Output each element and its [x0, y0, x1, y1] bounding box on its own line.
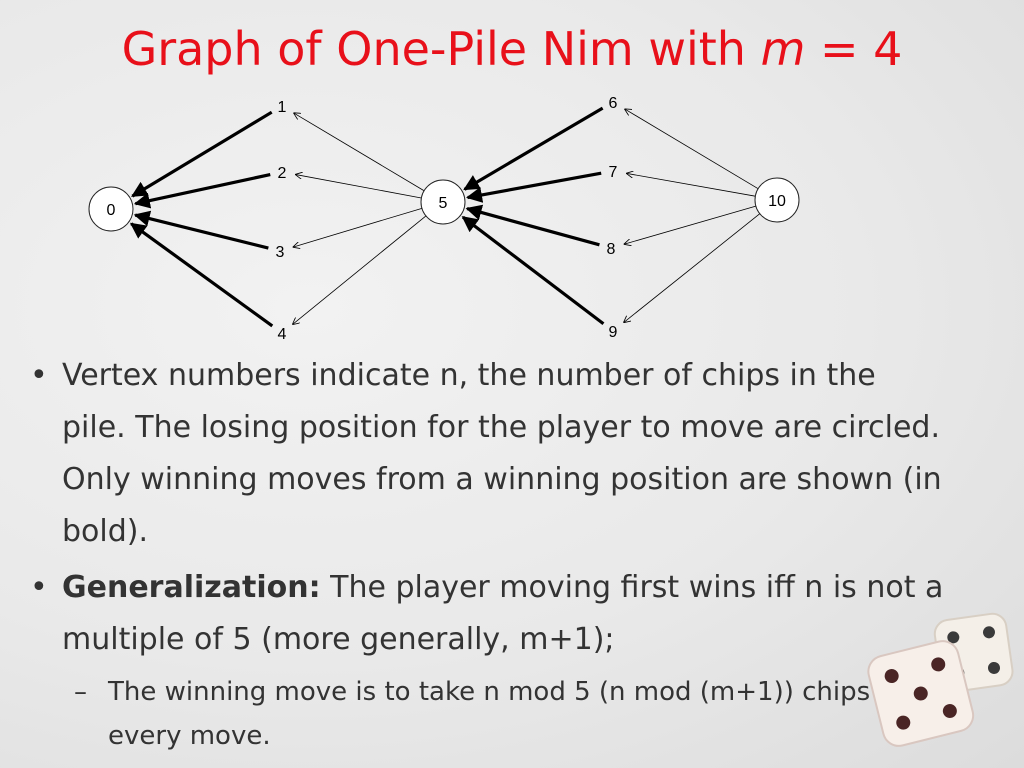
edge-1-to-0 — [131, 110, 273, 198]
edge-5-to-3 — [293, 207, 423, 247]
edge-10-to-8 — [624, 205, 756, 244]
bullet-text: The player moving first wins iff n is no… — [62, 570, 944, 657]
edge-10-to-9 — [624, 213, 761, 323]
bullet-item: Generalization: The player moving first … — [28, 562, 948, 666]
edge-4-to-0 — [129, 222, 274, 328]
vertex-circle-5 — [420, 179, 466, 225]
vertex-label-2: 2 — [278, 165, 287, 182]
edge-5-to-1 — [294, 113, 425, 192]
vertex-label-3: 3 — [276, 244, 285, 261]
title-variable: m — [760, 22, 806, 76]
title-suffix: = 4 — [805, 22, 903, 76]
slide-title: Graph of One-Pile Nim with m = 4 — [0, 18, 1024, 80]
graph-edges — [129, 106, 761, 328]
vertex-label-5: 5 — [439, 195, 448, 212]
vertex-label-6: 6 — [609, 95, 618, 112]
bullet-list: Vertex numbers indicate n, the number of… — [28, 350, 948, 758]
edge-8-to-5 — [465, 204, 600, 247]
graph-vertices: 0 1 2 3 4 5 6 7 8 9 10 — [88, 95, 800, 343]
edge-9-to-5 — [461, 215, 605, 326]
bullet-item: Vertex numbers indicate n, the number of… — [28, 350, 948, 558]
edge-10-to-6 — [625, 109, 759, 190]
edge-5-to-4 — [293, 215, 427, 324]
bullet-text: Vertex numbers indicate n, the number of… — [62, 358, 942, 549]
vertex-label-8: 8 — [607, 241, 616, 258]
vertex-label-0: 0 — [107, 202, 116, 219]
sub-bullet-dash: – — [74, 677, 87, 707]
vertex-label-7: 7 — [609, 164, 618, 181]
dice-icon — [867, 612, 1014, 747]
title-prefix: Graph of One-Pile Nim with — [121, 22, 761, 76]
vertex-circle-10 — [754, 177, 800, 223]
bullet-bold-label: Generalization: — [62, 570, 321, 605]
edge-7-to-5 — [466, 171, 602, 203]
vertex-label-10: 10 — [768, 193, 786, 210]
nim-graph: 0 1 2 3 4 5 6 7 8 9 10 — [88, 95, 800, 343]
edge-6-to-5 — [463, 106, 604, 191]
edge-3-to-0 — [133, 210, 269, 250]
vertex-label-9: 9 — [609, 324, 618, 341]
sub-bullet-text: The winning move is to take n mod 5 (n m… — [108, 677, 911, 751]
edge-5-to-2 — [296, 175, 422, 199]
edge-2-to-0 — [133, 172, 271, 209]
edge-10-to-7 — [627, 173, 756, 197]
sub-bullet-item: –The winning move is to take n mod 5 (n … — [28, 670, 948, 758]
vertex-label-1: 1 — [278, 99, 287, 116]
vertex-circle-0 — [88, 186, 134, 232]
vertex-label-4: 4 — [278, 326, 287, 343]
